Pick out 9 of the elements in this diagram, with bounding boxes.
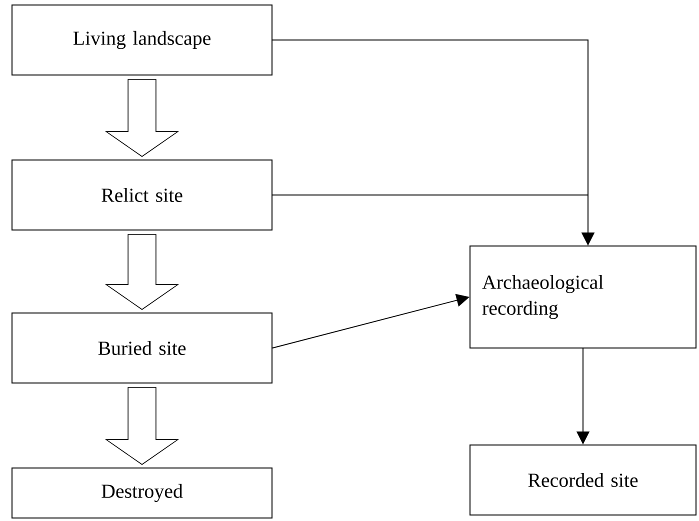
process-box: Recorded site <box>470 444 696 516</box>
process-box: Relict site <box>12 159 272 230</box>
arrow <box>104 387 180 465</box>
process-box: Archaeological recording <box>470 245 696 348</box>
arrow <box>104 79 180 157</box>
process-box: Living landscape <box>12 4 272 76</box>
process-box: Buried site <box>12 312 272 384</box>
arrow <box>104 234 180 310</box>
process-box: Destroyed <box>12 467 272 518</box>
